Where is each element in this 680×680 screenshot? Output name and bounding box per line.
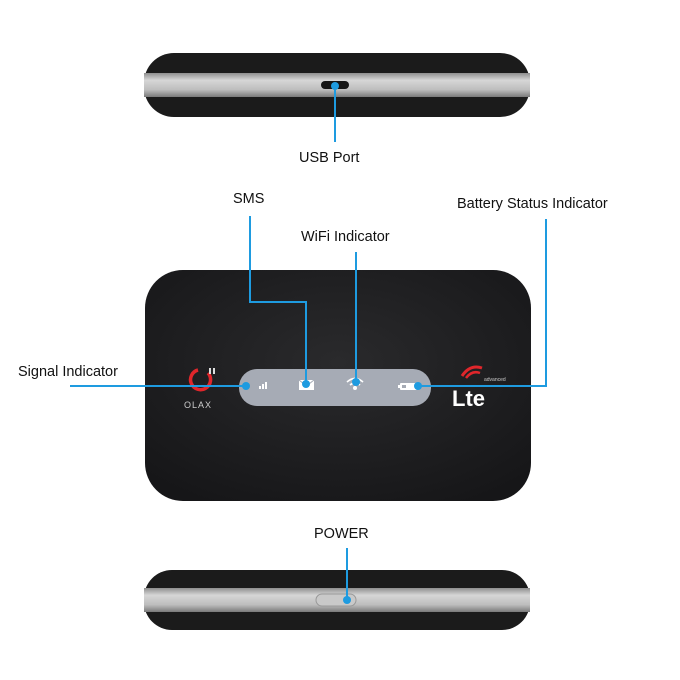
sms-callout-line: [249, 216, 307, 384]
power-label: POWER: [314, 526, 369, 542]
svg-text:Lte: Lte: [452, 386, 485, 411]
lte-logo: Lte advanced: [452, 365, 506, 411]
battery-icon: [398, 383, 417, 390]
callout-lines: [70, 86, 547, 600]
sms-label: SMS: [233, 191, 265, 207]
wifi-indicator-label: WiFi Indicator: [301, 229, 390, 245]
olax-logo: OLAX: [184, 368, 215, 410]
signal-icon: [259, 382, 267, 389]
indicator-panel: [239, 369, 431, 406]
device-front-view: OLAX Lte advanced: [145, 270, 531, 501]
svg-text:advanced: advanced: [484, 377, 506, 383]
callout-dots: [242, 82, 422, 604]
usb-port-label: USB Port: [299, 150, 360, 166]
battery-callout-line: [418, 219, 547, 387]
device-bottom-view: [144, 570, 530, 630]
svg-text:OLAX: OLAX: [184, 400, 212, 410]
battery-status-label: Battery Status Indicator: [457, 196, 608, 212]
signal-indicator-label: Signal Indicator: [18, 364, 118, 380]
